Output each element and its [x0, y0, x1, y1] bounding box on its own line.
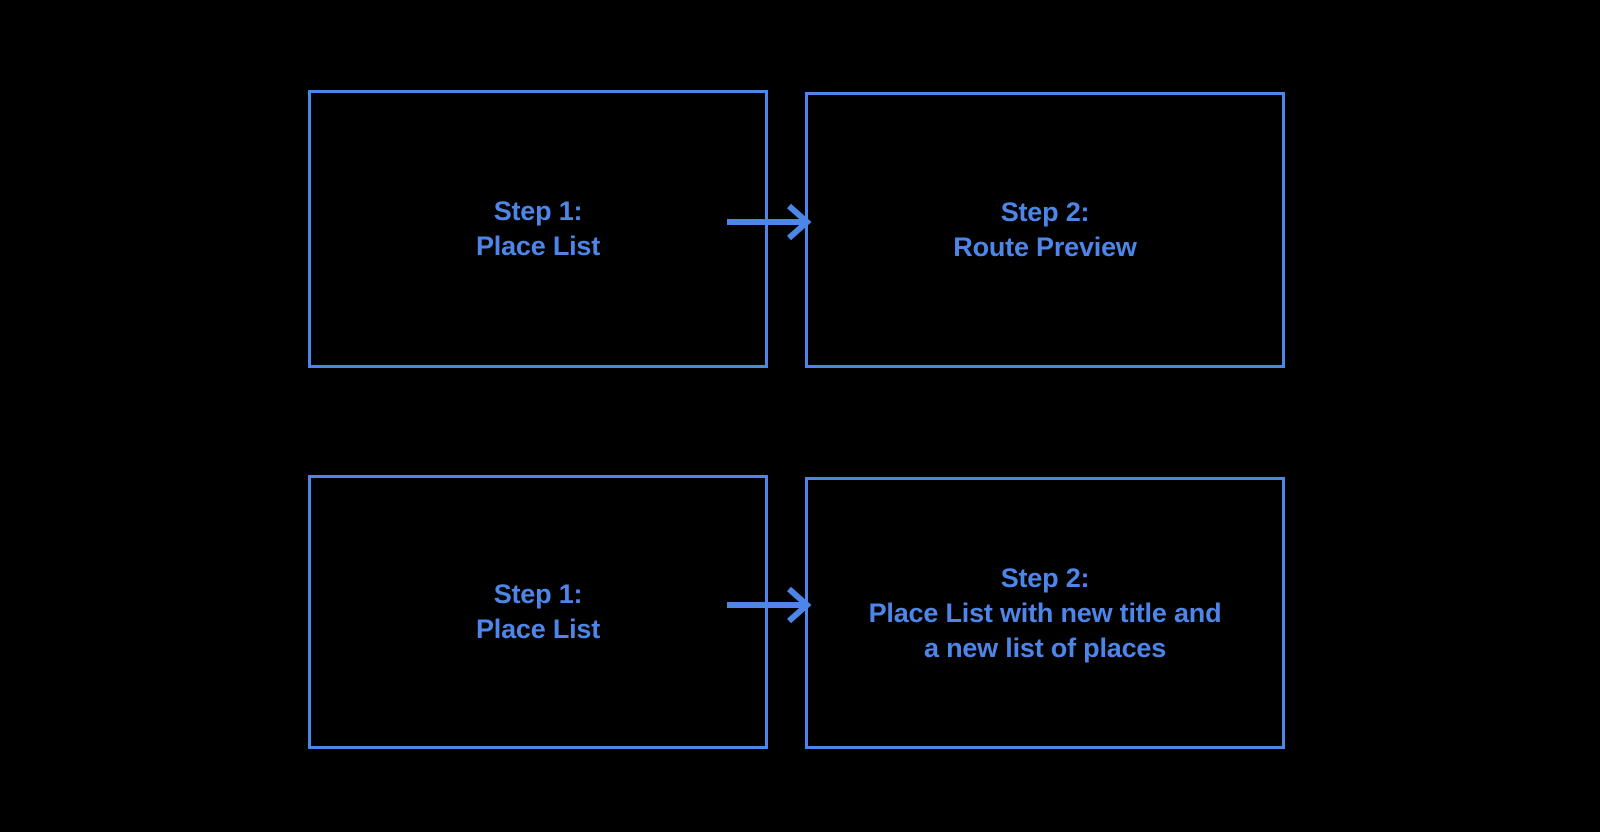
node-label: Step 1: Place List — [475, 579, 601, 644]
node-step-1-place-list-top[interactable]: Step 1: Place List — [308, 90, 768, 368]
node-label: Step 1: Place List — [475, 196, 601, 261]
node-step-2-place-list-updated[interactable]: Step 2: Place List with new title and a … — [805, 477, 1285, 749]
node-label: Step 2: Place List with new title and a … — [868, 562, 1222, 663]
node-step-1-place-list-bottom[interactable]: Step 1: Place List — [308, 475, 768, 749]
flow-row-top: Step 1: Place List Step 2: Route Preview — [0, 90, 1600, 368]
node-label: Step 2: Route Preview — [953, 197, 1137, 262]
flow-row-bottom: Step 1: Place List Step 2: Place List wi… — [0, 475, 1600, 749]
node-step-2-route-preview[interactable]: Step 2: Route Preview — [805, 92, 1285, 368]
